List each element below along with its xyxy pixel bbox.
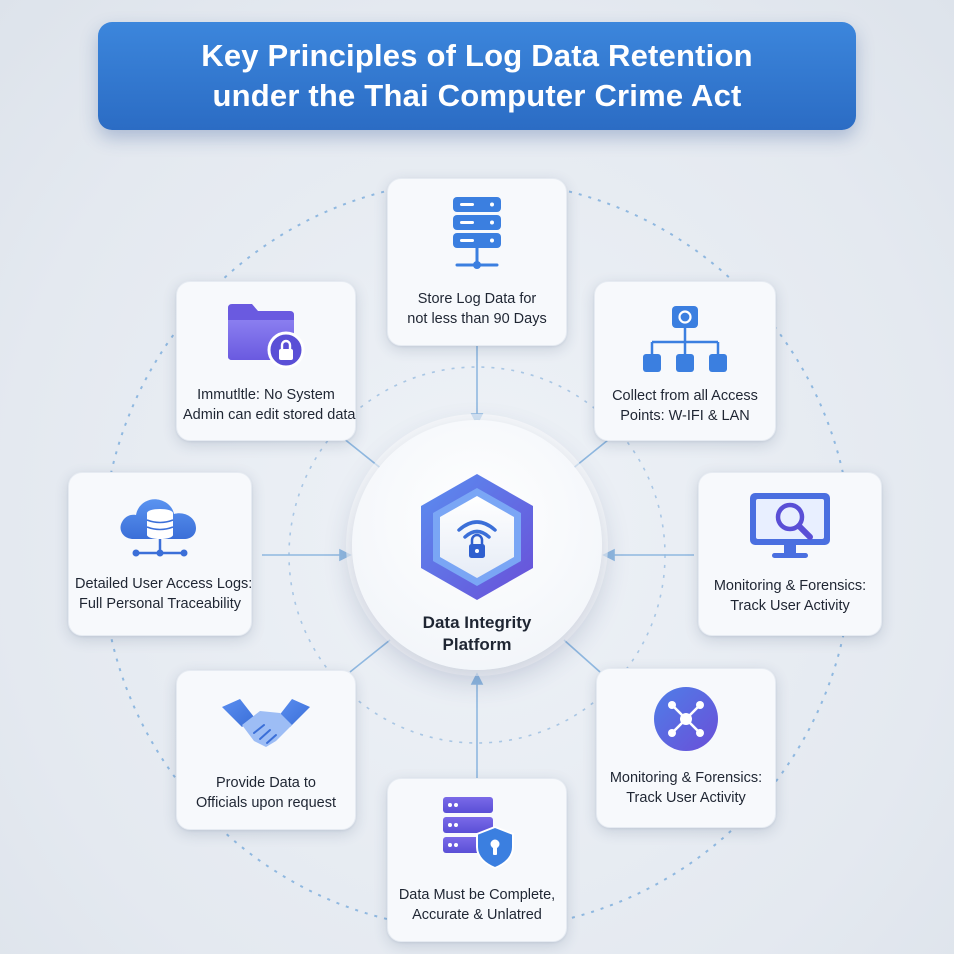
card-provide-data-officials: Provide Data to Officials upon request: [176, 670, 356, 830]
card-user-access-logs: Detailed User Access Logs: Full Personal…: [68, 472, 252, 636]
handshake-icon: [222, 699, 310, 747]
hub-label-line-1: Data Integrity: [422, 613, 532, 632]
card-data-complete-label: Data Must be Complete, Accurate & Unlatr…: [394, 885, 560, 925]
card-collect-access-points-label: Collect from all Access Points: W-IFI & …: [601, 386, 769, 426]
card-monitoring-forensics-right-line-1: Monitoring & Forensics:: [713, 578, 867, 594]
card-user-access-logs-line-2: Full Personal Traceability: [79, 596, 241, 612]
card-monitoring-forensics-bottom-right-line-2: Track User Activity: [626, 790, 746, 806]
card-monitoring-forensics-bottom-right-line-1: Monitoring & Forensics:: [609, 770, 763, 786]
title-banner: Key Principles of Log Data Retention und…: [98, 22, 856, 130]
network-hub-icon: [654, 687, 718, 751]
cloud-database-icon: [120, 499, 196, 557]
card-immutable: Immutltle: No System Admin can edit stor…: [176, 281, 356, 441]
locked-folder-icon: [228, 304, 305, 369]
monitor-search-icon: [750, 493, 830, 558]
card-provide-data-officials-line-1: Provide Data to: [216, 775, 316, 791]
title-line-2: under the Thai Computer Crime Act: [212, 78, 742, 113]
card-provide-data-officials-line-2: Officials upon request: [196, 795, 336, 811]
card-monitoring-forensics-bottom-right-label: Monitoring & Forensics: Track User Activ…: [603, 768, 769, 808]
card-collect-access-points: Collect from all Access Points: W-IFI & …: [594, 281, 776, 441]
card-store-log-data-label: Store Log Data for not less than 90 Days: [394, 289, 560, 329]
network-hierarchy-icon: [643, 306, 727, 372]
card-immutable-line-1: Immutltle: No System: [197, 387, 335, 403]
card-user-access-logs-label: Detailed User Access Logs: Full Personal…: [75, 574, 253, 614]
card-data-complete-line-2: Accurate & Unlatred: [412, 907, 542, 923]
arrow-top: [470, 413, 484, 426]
shield-wifi-lock-icon: [421, 474, 533, 600]
card-monitoring-forensics-right: Monitoring & Forensics: Track User Activ…: [698, 472, 882, 636]
card-immutable-label: Immutltle: No System Admin can edit stor…: [183, 385, 356, 425]
card-monitoring-forensics-right-line-2: Track User Activity: [730, 598, 850, 614]
hub-label: Data Integrity Platform: [352, 612, 602, 656]
card-store-log-data: Store Log Data for not less than 90 Days: [387, 178, 567, 346]
card-collect-access-points-line-2: Points: W-IFI & LAN: [620, 408, 750, 424]
connector-bottom-left: [349, 639, 391, 673]
card-collect-access-points-line-1: Collect from all Access: [612, 388, 758, 404]
hub-label-line-2: Platform: [442, 635, 512, 654]
card-store-log-data-line-1: Store Log Data for: [417, 291, 537, 307]
arrow-bottom: [470, 672, 484, 685]
card-data-complete-line-1: Data Must be Complete,: [398, 887, 556, 903]
card-provide-data-officials-label: Provide Data to Officials upon request: [183, 773, 349, 813]
arrow-left: [339, 548, 352, 562]
title-line-1: Key Principles of Log Data Retention: [201, 38, 753, 73]
card-store-log-data-line-2: not less than 90 Days: [407, 311, 547, 327]
arrow-right: [602, 548, 615, 562]
connector-bottom-right: [563, 639, 601, 673]
card-monitoring-forensics-bottom-right: Monitoring & Forensics: Track User Activ…: [596, 668, 776, 828]
card-immutable-line-2: Admin can edit stored data: [183, 407, 356, 423]
card-data-complete: Data Must be Complete, Accurate & Unlatr…: [387, 778, 567, 942]
server-shield-icon: [443, 797, 514, 870]
card-monitoring-forensics-right-label: Monitoring & Forensics: Track User Activ…: [705, 576, 875, 616]
hub-circle: Data Integrity Platform: [352, 420, 602, 670]
server-stack-icon: [453, 197, 501, 269]
card-user-access-logs-line-1: Detailed User Access Logs:: [75, 576, 253, 592]
